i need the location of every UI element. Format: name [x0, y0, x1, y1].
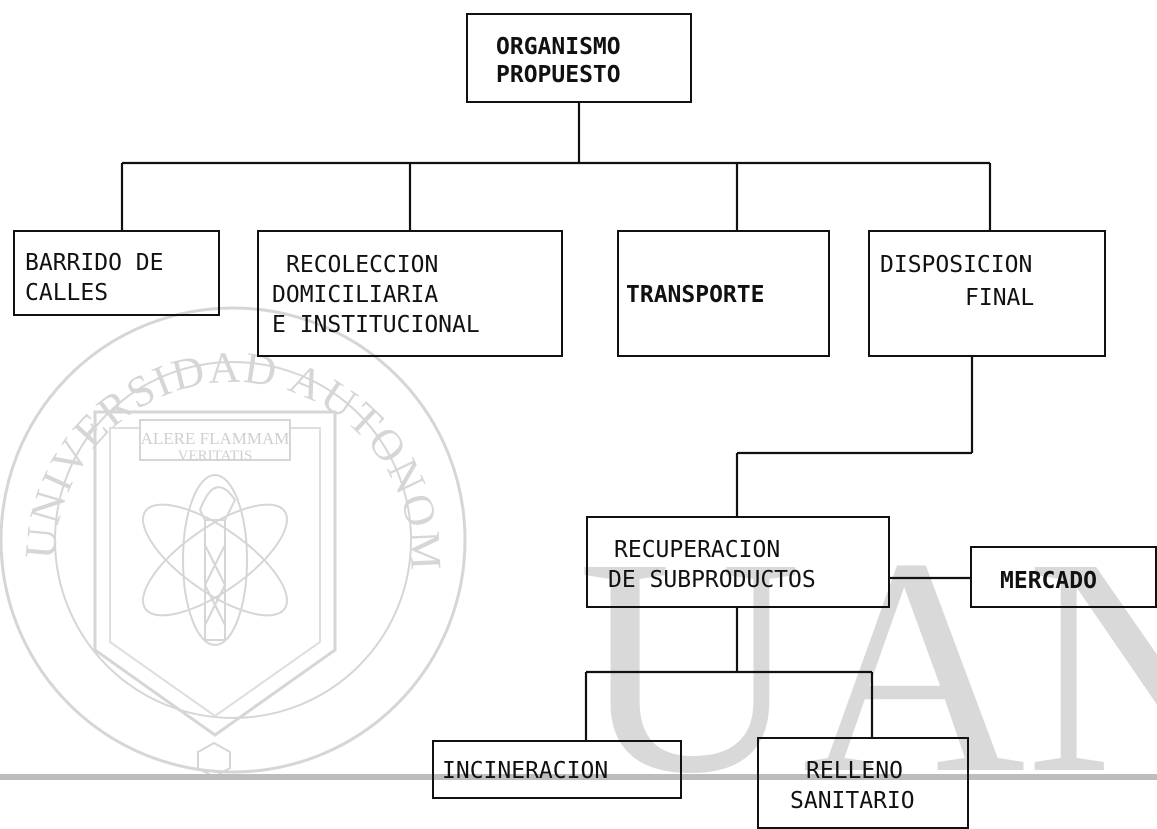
node-relleno-sanitario — [757, 737, 969, 829]
node-organismo-propuesto — [466, 13, 692, 103]
node-recuperacion-line1: RECUPERACION — [614, 537, 781, 563]
node-organismo-propuesto-line1: ORGANISMO — [496, 34, 621, 60]
node-mercado-line1: MERCADO — [1000, 568, 1097, 594]
seal-outer-ring — [0, 306, 467, 774]
node-recoleccion-line3: E INSTITUCIONAL — [272, 312, 480, 338]
node-recuperacion-line2: DE SUBPRODUCTOS — [608, 567, 816, 593]
node-recoleccion-line1: RECOLECCION — [286, 252, 439, 278]
node-relleno-line2: SANITARIO — [790, 788, 915, 814]
node-recoleccion — [257, 230, 563, 357]
seal-shield — [93, 410, 337, 737]
seal-inner-ring — [54, 361, 412, 719]
node-disposicion-line1: DISPOSICION — [880, 252, 1033, 278]
node-transporte — [617, 230, 830, 357]
node-mercado — [970, 546, 1157, 608]
node-incineracion-line1: INCINERACION — [442, 758, 609, 784]
node-disposicion-final — [868, 230, 1106, 357]
seal-motto-2: VERITATIS — [178, 448, 253, 464]
node-barrido-line1: BARRIDO DE — [25, 250, 164, 276]
watermark-big-text: UANL — [578, 495, 1157, 829]
seal-banner — [139, 419, 291, 461]
node-recoleccion-line2: DOMICILIARIA — [272, 282, 439, 308]
node-relleno-line1: RELLENO — [806, 758, 903, 784]
node-disposicion-line2: FINAL — [965, 285, 1035, 311]
node-transporte-line1: TRANSPORTE — [626, 282, 765, 308]
bottom-band — [0, 774, 1157, 780]
node-barrido-de-calles — [13, 230, 220, 316]
node-incineracion — [432, 740, 682, 799]
node-barrido-line2: CALLES — [25, 280, 109, 306]
seal-torch — [198, 486, 237, 521]
node-recuperacion-subproductos — [586, 516, 890, 608]
seal-motto-1: ALERE FLAMMAM — [141, 429, 290, 448]
node-organismo-propuesto-line2: PROPUESTO — [496, 62, 621, 88]
